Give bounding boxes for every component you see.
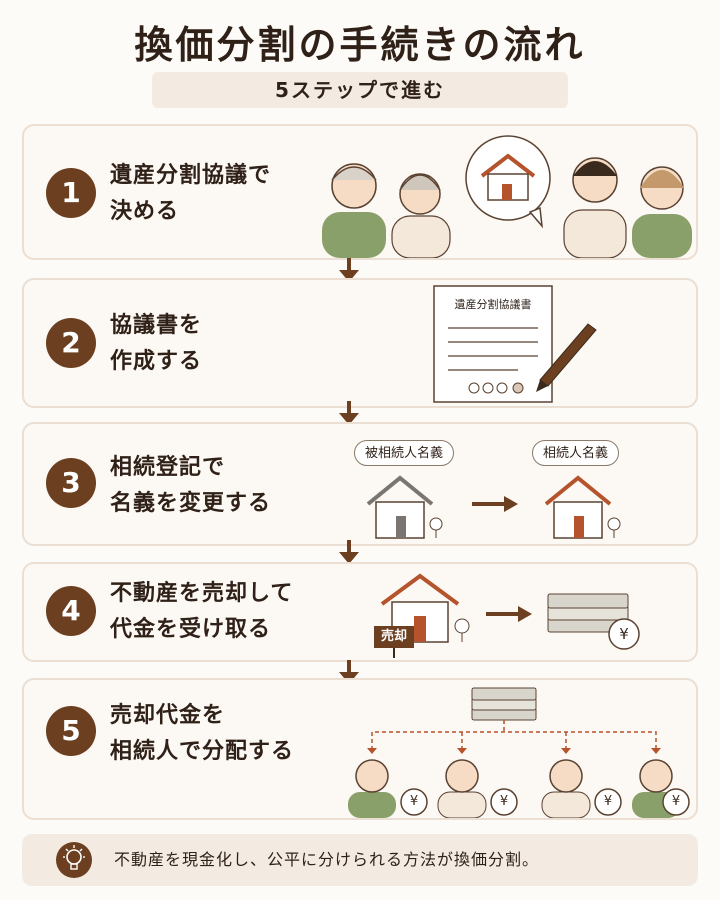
lightbulb-icon	[56, 842, 92, 878]
yen-coin: ¥	[619, 625, 629, 643]
person-icon	[563, 157, 627, 258]
step-card-2: 2 協議書を 作成する 遺産分割協議書	[22, 278, 698, 408]
tip-text: 不動産を現金化し、公平に分けられる方法が換価分割。	[114, 850, 540, 869]
speech-bubble	[465, 135, 551, 229]
person-icon	[322, 163, 386, 258]
money-icon	[471, 687, 537, 721]
arrow-icon	[339, 540, 359, 564]
tag-new-owner: 相続人名義	[532, 440, 620, 466]
step-label: 売却代金を 相続人で分配する	[110, 703, 295, 764]
person-icon	[391, 173, 451, 258]
step-card-4: 4 不動産を売却して 代金を受け取る 売却 ¥	[22, 562, 698, 662]
step-label: 協議書を 作成する	[110, 313, 203, 374]
arrow-icon	[472, 496, 518, 512]
step-number: 4	[46, 586, 96, 636]
person-icon	[437, 759, 487, 818]
person-icon	[348, 759, 396, 818]
person-icon	[632, 166, 692, 258]
money-icon	[547, 593, 640, 650]
step-number: 1	[46, 168, 96, 218]
tip-box: 不動産を現金化し、公平に分けられる方法が換価分割。	[22, 834, 698, 886]
arrow-icon	[339, 258, 359, 282]
yen-coin: ¥	[409, 794, 419, 809]
sale-sign: 売却	[380, 629, 407, 644]
step-card-3: 3 相続登記で 名義を変更する 被相続人名義 相続人名義	[22, 422, 698, 546]
yen-coin: ¥	[603, 794, 613, 809]
person-icon	[541, 759, 591, 818]
distribution-illustration	[348, 687, 690, 818]
arrow-icon	[339, 401, 359, 425]
pen-icon	[536, 323, 597, 392]
house-icon	[374, 573, 470, 658]
arrow-icon	[486, 606, 532, 622]
house-icon	[480, 153, 536, 201]
page-title: 換価分割の手続きの流れ	[134, 23, 586, 67]
document-title: 遺産分割協議書	[455, 297, 532, 311]
yen-coin: ¥	[671, 794, 681, 809]
tag-previous-owner: 被相続人名義	[354, 440, 455, 466]
step-label: 不動産を売却して 代金を受け取る	[110, 581, 294, 642]
step-number: 2	[46, 318, 96, 368]
step-number: 5	[46, 706, 96, 756]
step-number: 3	[46, 458, 96, 508]
step-label: 遺産分割協議で 決める	[110, 163, 272, 224]
yen-coin: ¥	[499, 794, 509, 809]
house-icon	[366, 475, 443, 539]
step-card-1: 1 遺産分割協議で 決める	[22, 124, 698, 260]
document-icon: 遺産分割協議書	[433, 285, 597, 403]
step-label: 相続登記で 名義を変更する	[110, 455, 272, 516]
page-subtitle: 5ステップで進む	[152, 72, 568, 108]
house-icon	[544, 475, 621, 539]
step-card-5: 5 売却代金を 相続人で分配する ¥	[22, 678, 698, 820]
family-discussion-illustration	[322, 135, 692, 258]
